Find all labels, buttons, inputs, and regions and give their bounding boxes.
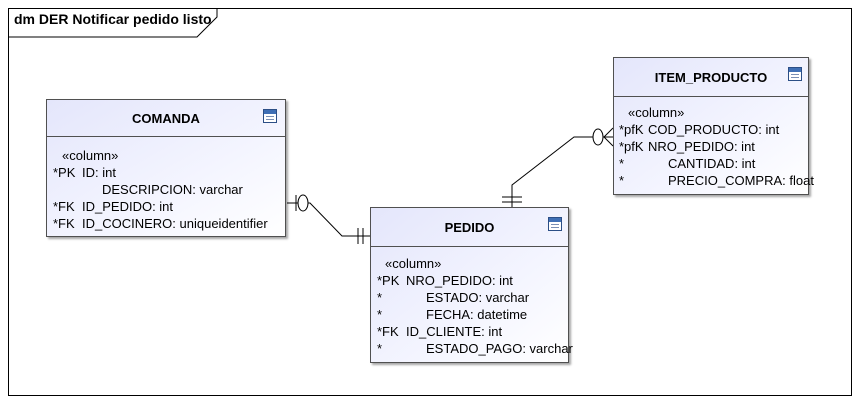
entity-pedido-title: PEDIDO [371,208,568,247]
relationship-comanda-pedido[interactable] [287,194,370,244]
entity-comanda-stereotype: «column» [62,148,119,163]
entity-item-producto-stereotype: «column» [628,105,685,120]
table-icon [548,217,562,231]
zero-circle-marker [592,128,604,146]
table-icon [263,109,277,123]
entity-item-producto-title: ITEM_PRODUCTO [614,58,808,97]
relationship-pedido-item-producto[interactable] [502,127,614,207]
frame-title-tab [8,8,218,38]
diagram-frame [8,8,852,396]
entity-pedido-stereotype: «column» [385,256,442,271]
zero-circle-marker [297,194,309,212]
table-icon [788,67,802,81]
diagram-title: dm DER Notificar pedido listo [14,11,212,27]
crowfoot-marker [603,127,614,138]
entity-comanda-title: COMANDA [47,100,285,137]
crowfoot-marker [603,136,614,147]
